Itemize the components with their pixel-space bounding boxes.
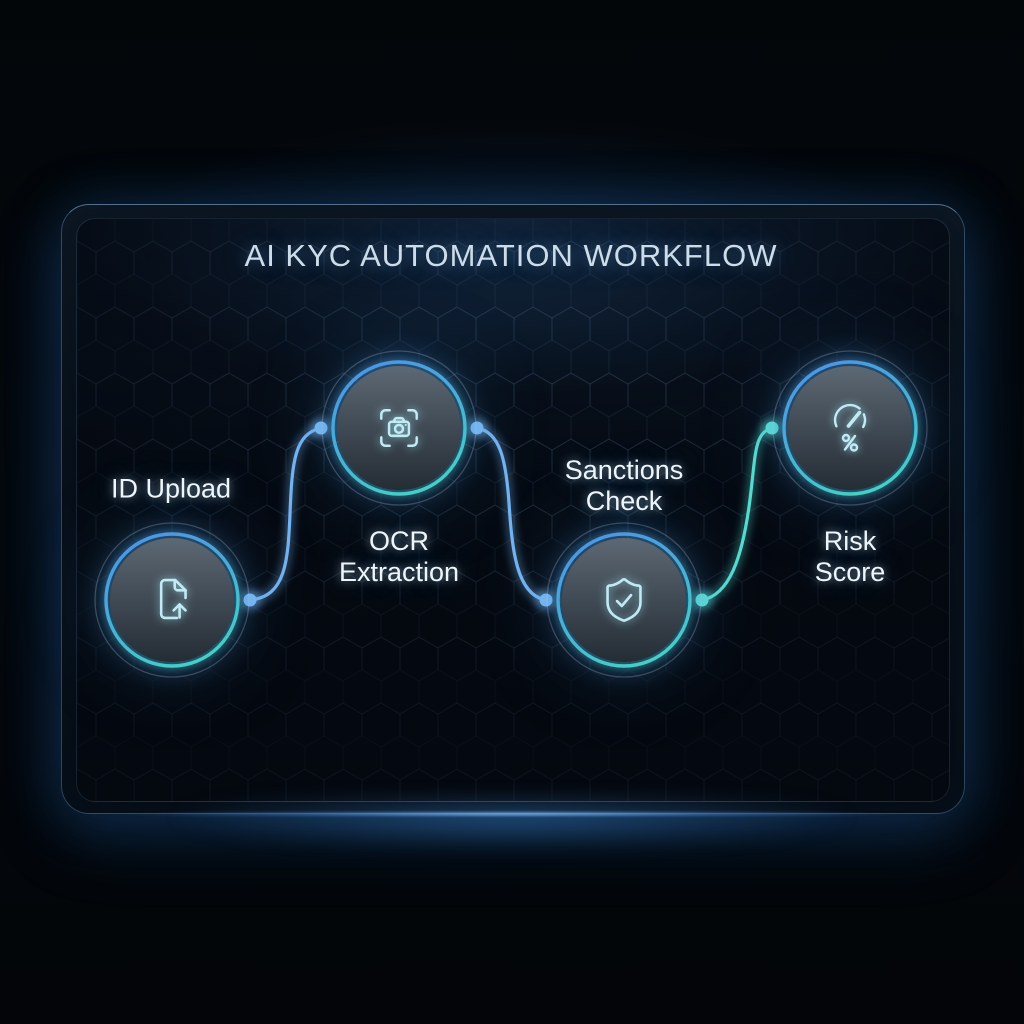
label-line: Risk bbox=[823, 526, 877, 556]
label-line: Sanctions bbox=[564, 455, 684, 485]
workflow-panel bbox=[61, 204, 965, 814]
document-upload-icon bbox=[159, 578, 187, 620]
shield-check-icon bbox=[606, 578, 642, 622]
node-id-upload bbox=[87, 515, 257, 685]
gauge-percent-icon bbox=[833, 403, 867, 452]
bottom-edge-glow bbox=[50, 800, 974, 870]
node-ocr-extraction bbox=[314, 343, 484, 513]
node-label-sanctions-check: Sanctions Check bbox=[565, 455, 684, 517]
label-line: Score bbox=[814, 557, 886, 587]
node-sanctions-check bbox=[539, 515, 709, 685]
node-label-id-upload: ID Upload bbox=[111, 474, 231, 505]
node-risk-score bbox=[765, 343, 935, 513]
bottom-edge-glow-line bbox=[120, 812, 904, 816]
label-line: OCR bbox=[369, 526, 429, 556]
node-label-ocr-extraction: OCR Extraction bbox=[339, 526, 459, 588]
label-line: ID Upload bbox=[110, 473, 232, 504]
node-label-risk-score: Risk Score bbox=[815, 526, 886, 588]
label-line: Check bbox=[585, 486, 663, 516]
diagram-title: AI KYC AUTOMATION WORKFLOW bbox=[244, 238, 778, 273]
camera-scan-icon bbox=[380, 409, 418, 447]
label-line: Extraction bbox=[338, 557, 460, 587]
